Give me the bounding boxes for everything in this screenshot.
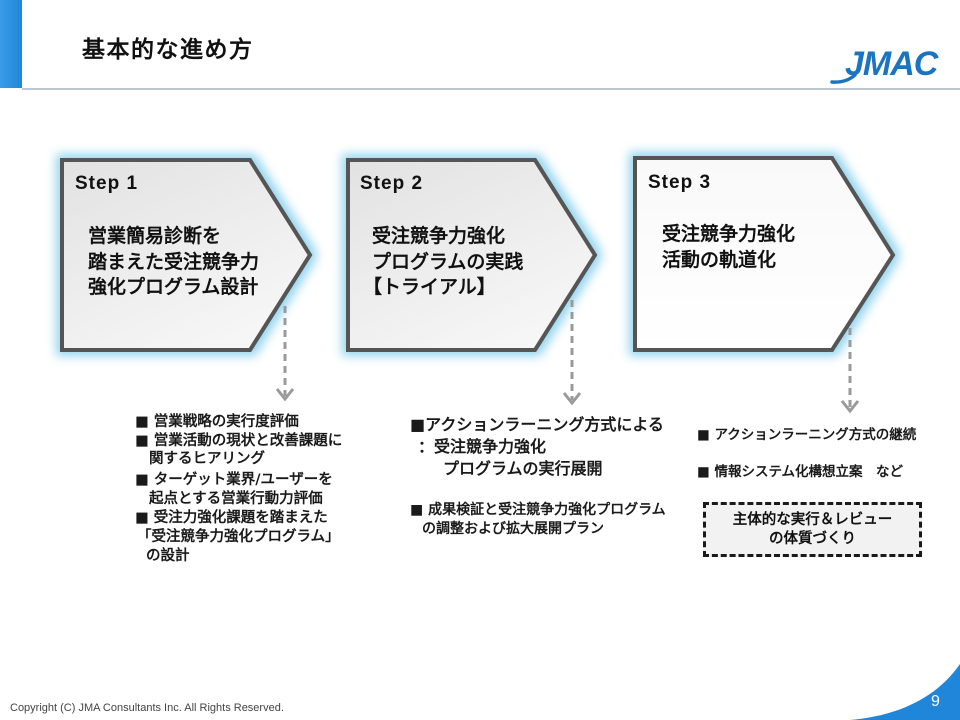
step-1-text-line: 営業簡易診断を bbox=[88, 225, 222, 247]
step-1-text-line: 強化プログラム設計 bbox=[88, 276, 259, 298]
step-3-text-line: 活動の軌道化 bbox=[662, 248, 777, 271]
step-1-detail-line: 起点とする営業行動力評価 bbox=[149, 491, 323, 507]
header-divider bbox=[22, 88, 960, 90]
highlight-box-line: 主体的な実行＆レビュー bbox=[732, 511, 893, 528]
highlight-box-line: の体質づくり bbox=[769, 530, 856, 547]
logo-text: JMAC bbox=[845, 45, 939, 83]
step-2-detail-line: の調整および拡大展開プラン bbox=[422, 521, 604, 537]
step-3-detail-arrow-icon bbox=[840, 328, 860, 414]
step-1-detail-line: の設計 bbox=[146, 548, 190, 564]
step-2-detail-line: ■アクションラーニング方式による bbox=[410, 415, 664, 434]
step-2-detail-line: ：受注競争力強化 bbox=[418, 437, 547, 456]
step-1-description: 営業簡易診断を 踏まえた受注競争力 強化プログラム設計 bbox=[88, 224, 259, 301]
highlight-box: 主体的な実行＆レビュー の体質づくり bbox=[703, 502, 922, 557]
step-1-text-line: 踏まえた受注競争力 bbox=[88, 250, 260, 273]
step-2-chevron bbox=[346, 158, 598, 352]
step-2-text-line: 受注競争力強化 bbox=[372, 225, 506, 247]
step-1-detail-line: 「受注競争力強化プログラム」 bbox=[137, 529, 340, 545]
logo-swoosh bbox=[830, 73, 857, 84]
step-2-detail-arrow-icon bbox=[562, 300, 582, 406]
step-3-detail-line: ■ アクションラーニング方式の継続 bbox=[697, 427, 917, 443]
page-number: 9 bbox=[931, 693, 940, 710]
step-1-label: Step 1 bbox=[75, 173, 139, 194]
step-3-chevron bbox=[633, 156, 896, 352]
step-1-detail-line: ■ 営業活動の現状と改善課題に bbox=[135, 433, 343, 449]
step-2-text-line: プログラムの実践 bbox=[372, 250, 524, 273]
step-2-detail-line: プログラムの実行展開 bbox=[443, 459, 603, 478]
step-3-detail-line: ■ 情報システム化構想立案 など bbox=[697, 464, 904, 480]
step-2-label: Step 2 bbox=[360, 173, 424, 194]
page-corner-decoration bbox=[850, 664, 960, 720]
step-1-detail-line: ■ 営業戦略の実行度評価 bbox=[135, 414, 299, 430]
jmac-logo: JMAC bbox=[830, 45, 940, 84]
step-1-detail-line: 関するヒアリング bbox=[149, 451, 265, 467]
step-2-detail-line: ■ 成果検証と受注競争力強化プログラム bbox=[410, 502, 666, 518]
header-accent-bar bbox=[0, 0, 22, 88]
step-3-label: Step 3 bbox=[648, 172, 712, 193]
step-2-description: 受注競争力強化 プログラムの実践 【トライアル】 bbox=[363, 224, 524, 301]
step-1-detail-arrow-icon bbox=[275, 306, 295, 402]
step-1-detail-line: ■ ターゲット業界/ユーザーを bbox=[135, 472, 333, 488]
copyright-notice: Copyright (C) JMA Consultants Inc. All R… bbox=[10, 702, 284, 714]
page-title: 基本的な進め方 bbox=[82, 37, 254, 63]
step-3-description: 受注競争力強化 活動の軌道化 bbox=[662, 222, 795, 273]
step-1-detail-line: ■ 受注力強化課題を踏まえた bbox=[135, 510, 328, 526]
step-2-text-line: 【トライアル】 bbox=[363, 276, 496, 298]
step-1-chevron bbox=[60, 158, 313, 352]
step-3-text-line: 受注競争力強化 bbox=[662, 223, 796, 245]
